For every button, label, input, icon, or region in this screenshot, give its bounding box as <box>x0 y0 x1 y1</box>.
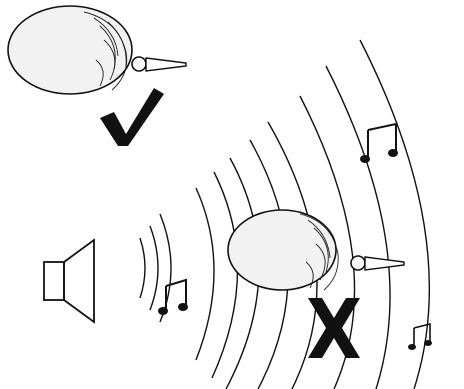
sound-wave-arc <box>140 238 145 298</box>
music-note-icon <box>360 124 398 163</box>
check-mark-icon <box>100 88 164 146</box>
microphone-icon <box>351 256 404 270</box>
sound-wave-arc <box>196 188 214 360</box>
head-icon <box>8 6 132 94</box>
sound-wave-arc <box>212 172 238 378</box>
sound-wave-arc <box>150 226 158 310</box>
microphone-icon <box>132 57 186 71</box>
head-icon <box>228 210 338 290</box>
music-note-icon <box>158 280 188 315</box>
music-note-icon <box>408 324 432 350</box>
speaker-icon <box>44 240 94 322</box>
sound-wave-arc <box>360 40 429 389</box>
